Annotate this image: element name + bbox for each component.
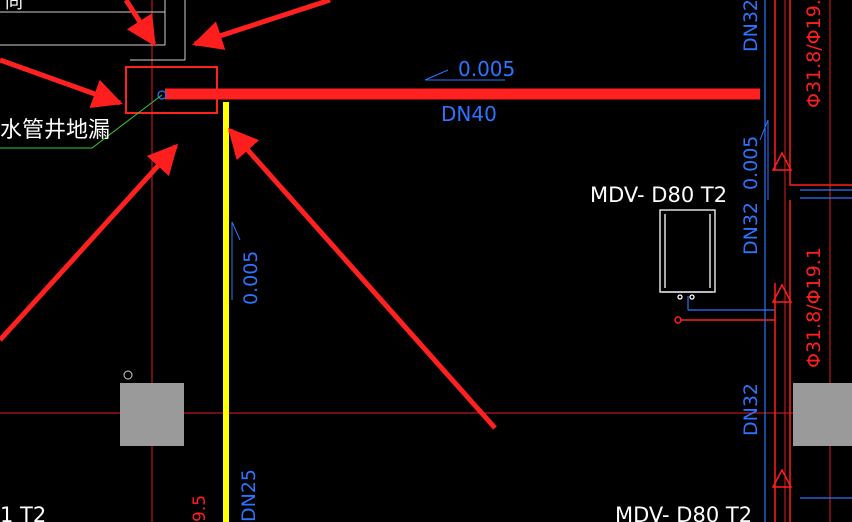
mdv-unit-outline [659,209,716,300]
annotation-arrows [0,0,497,430]
label-dn32-bottom: DN32 [740,383,762,436]
text-labels: 同 水管井地漏 0.005 DN40 0.005 0.005 DN32 DN32… [0,0,825,522]
column-left [120,383,184,446]
label-mdv-upper: MDV- D80 T2 [590,183,727,207]
label-dn32-top: DN32 [740,0,762,52]
label-slope-vertical-left: 0.005 [240,251,262,305]
label-slope-top: 0.005 [458,57,515,81]
label-top-partial: 同 [5,0,23,13]
shaft-outline [0,0,186,61]
small-circle-marker [123,370,133,380]
slope-arrows [231,69,769,300]
label-phi-top: Φ31.8/Φ19.1 [803,0,825,108]
arrow-2 [192,0,331,50]
arrow-4 [0,143,179,342]
label-dn40: DN40 [441,102,497,126]
label-mdv-lower: MDV- D80 T2 [615,503,752,522]
label-slope-vertical-right: 0.005 [740,136,762,190]
floor-drain-leader [0,94,163,149]
label-dn32-mid: DN32 [740,202,762,255]
highlight-box [125,66,218,114]
label-num-bottom: 9.5 [190,495,210,522]
arrow-1 [123,0,157,47]
label-left-bottom: 1 T2 [0,503,46,522]
refrigerant-lines [674,0,852,522]
label-phi-mid: Φ31.8/Φ19.1 [803,247,825,368]
arrow-5 [228,127,497,430]
column-right [793,383,852,446]
arrow-3 [0,57,123,109]
floor-drain-symbol [157,90,167,100]
label-floor-drain: 水管井地漏 [0,118,110,143]
label-dn25: DN25 [238,469,260,522]
